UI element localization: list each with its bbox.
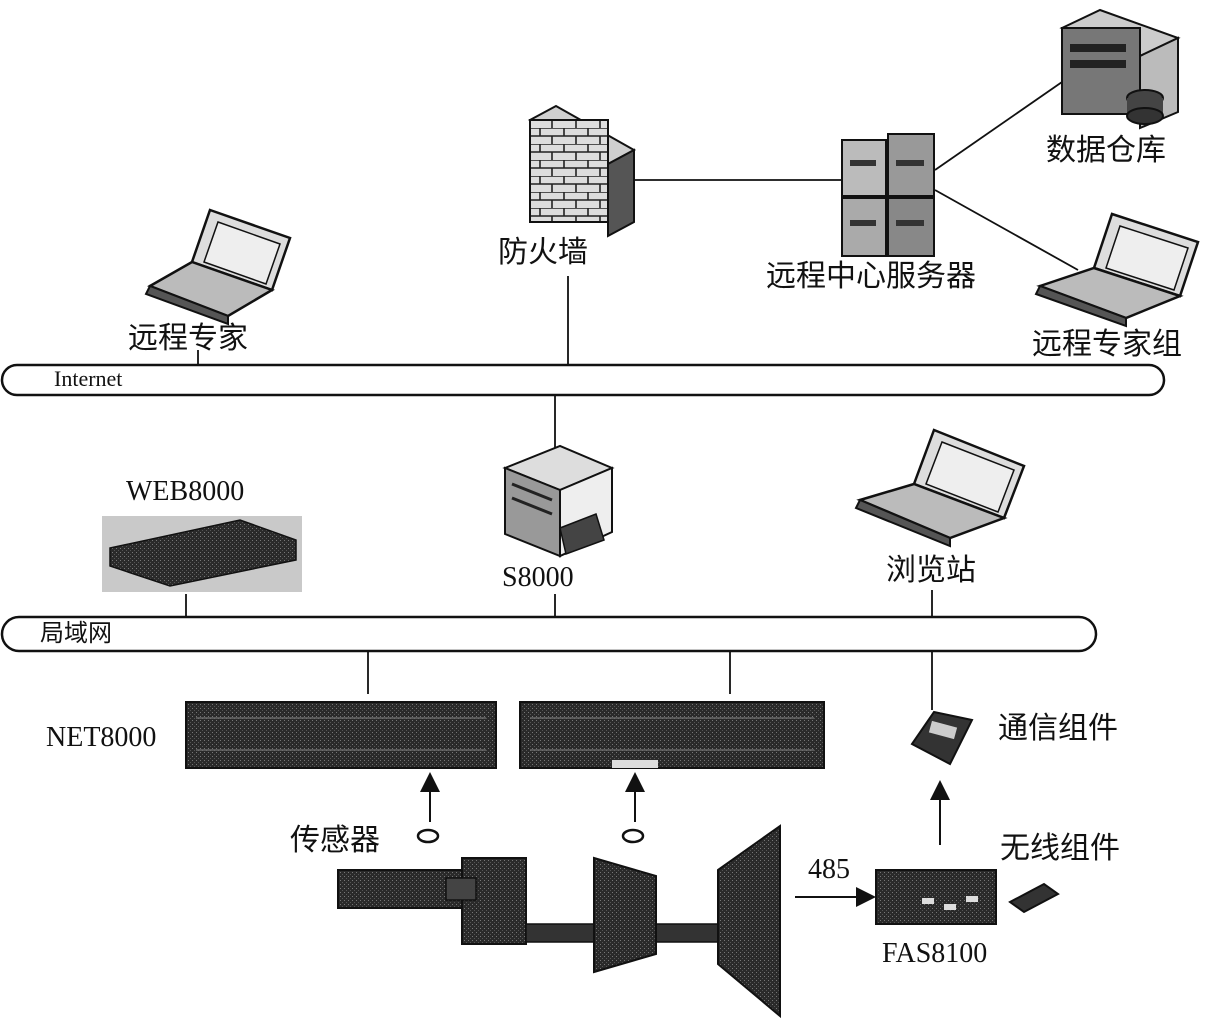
server-icon-s8000 xyxy=(502,444,615,558)
laptop-icon-remote-expert-group xyxy=(1034,212,1200,328)
connection-lines xyxy=(185,81,1079,710)
net8000-label: NET8000 xyxy=(46,722,157,753)
laptop-icon-remote-expert xyxy=(144,208,292,326)
web8000-device-icon xyxy=(102,516,302,592)
data-warehouse-label: 数据仓库 xyxy=(1046,133,1166,168)
turbine-icon xyxy=(337,824,781,1019)
lan-bus-label: 局域网 xyxy=(40,619,112,647)
wireless-module-icon xyxy=(1008,882,1060,914)
laptop-icon-browser-station xyxy=(854,428,1026,548)
remote-expert-group-label: 远程专家组 xyxy=(1032,327,1182,362)
comm-module-label: 通信组件 xyxy=(998,711,1118,746)
browser-station-label: 浏览站 xyxy=(886,553,976,588)
wireless-module-label: 无线组件 xyxy=(1000,831,1120,866)
lan-bus xyxy=(0,615,1098,653)
internet-bus xyxy=(0,363,1166,397)
s8000-label: S8000 xyxy=(502,562,574,593)
remote-expert-label: 远程专家 xyxy=(128,321,248,356)
remote-server-label: 远程中心服务器 xyxy=(766,259,976,294)
signal-arrows xyxy=(420,772,950,907)
sensor-probe-1 xyxy=(416,828,440,844)
fas8100-device-icon xyxy=(875,869,997,925)
sensor-probe-2 xyxy=(621,828,645,844)
internet-bus-label: Internet xyxy=(54,366,123,391)
rack-unit-icon-2 xyxy=(519,701,825,769)
firewall-icon xyxy=(527,104,637,238)
rs485-label: 485 xyxy=(808,854,850,885)
web8000-label: WEB8000 xyxy=(126,476,245,507)
sensor-label: 传感器 xyxy=(290,823,380,858)
server-icon-data-warehouse xyxy=(1059,8,1181,130)
fas8100-label: FAS8100 xyxy=(882,938,988,969)
firewall-label: 防火墙 xyxy=(498,235,588,270)
server-icon-remote-center xyxy=(841,133,935,257)
comm-module-icon xyxy=(910,710,974,766)
rack-unit-icon-1 xyxy=(185,701,497,769)
